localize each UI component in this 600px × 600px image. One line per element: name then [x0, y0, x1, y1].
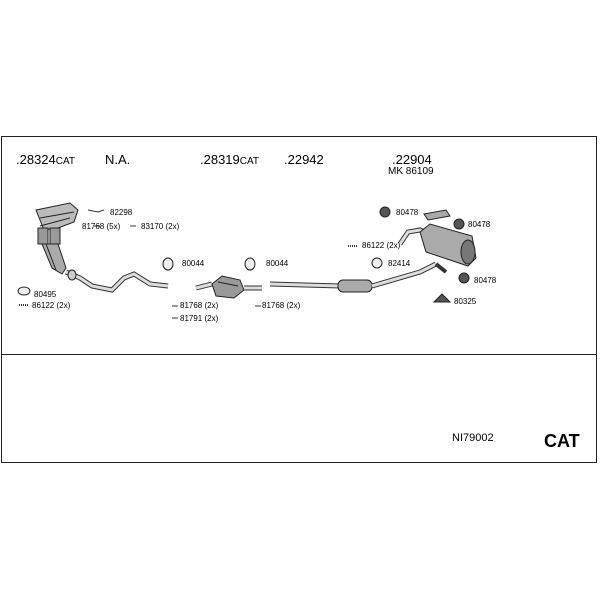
label-86122-2x-left: 86122 (2x) — [32, 301, 71, 310]
kit-code: NI79002 — [452, 432, 494, 444]
header-part-28324: .28324CAT — [16, 152, 75, 167]
hardware-icons — [19, 209, 358, 319]
label-82414: 82414 — [388, 259, 411, 268]
clip-82298-icon — [87, 209, 105, 213]
label-80478-b: 80478 — [468, 220, 491, 229]
gasket-80044-b-icon — [244, 257, 256, 271]
label-86122-2x-right: 86122 (2x) — [362, 241, 401, 250]
header-part-28319: .28319CAT — [200, 152, 259, 167]
header-part-28324-suffix: CAT — [55, 156, 76, 167]
front-pipe-icon — [65, 269, 169, 293]
header-part-22904-number: .22904 — [392, 152, 432, 167]
ring-82414-icon — [371, 257, 383, 269]
kit-category: CAT — [544, 431, 580, 451]
header-part-na: N.A. — [105, 152, 130, 167]
catalytic-converter-icon — [195, 275, 262, 299]
label-82298: 82298 — [110, 208, 133, 217]
label-81791-2x: 81791 (2x) — [180, 314, 219, 323]
gasket-80495-icon — [17, 286, 31, 296]
hanger-80478-a-icon — [379, 206, 391, 218]
hanger-80478-b-icon — [453, 218, 465, 230]
label-80325: 80325 — [454, 297, 477, 306]
rubber-hanger-icons — [379, 206, 470, 303]
label-83170-2x: 83170 (2x) — [141, 222, 180, 231]
label-80044-b: 80044 — [266, 259, 289, 268]
label-80495: 80495 — [34, 290, 57, 299]
exhaust-manifold-icon — [35, 202, 79, 275]
rear-silencer-icon — [397, 209, 477, 274]
gasket-80044-a-icon — [162, 257, 174, 271]
header-part-22904-sub: MK 86109 — [388, 166, 434, 177]
bracket-80325-icon — [432, 293, 452, 303]
hanger-80478-c-icon — [458, 272, 470, 284]
label-80044-a: 80044 — [182, 259, 205, 268]
header-part-22904: .22904 — [392, 152, 432, 167]
label-81768-2x-b: 81768 (2x) — [262, 301, 301, 310]
center-silencer-icon — [269, 261, 438, 293]
header-part-22942-number: .22942 — [284, 152, 324, 167]
header-part-28319-suffix: CAT — [239, 156, 260, 167]
header-part-22942: .22942 — [284, 152, 324, 167]
frame-divider — [1, 354, 597, 355]
label-81768-2x-a: 81768 (2x) — [180, 301, 219, 310]
label-80478-c: 80478 — [474, 276, 497, 285]
label-80478-a: 80478 — [396, 208, 419, 217]
header-part-na-number: N.A. — [105, 152, 131, 167]
header-part-28319-number: .28319 — [200, 152, 240, 167]
gasket-ring-icons — [17, 257, 383, 296]
label-81768-5x: 81768 (5x) — [82, 222, 121, 231]
diagram-frame — [1, 136, 597, 463]
header-part-28324-number: .28324 — [16, 152, 56, 167]
